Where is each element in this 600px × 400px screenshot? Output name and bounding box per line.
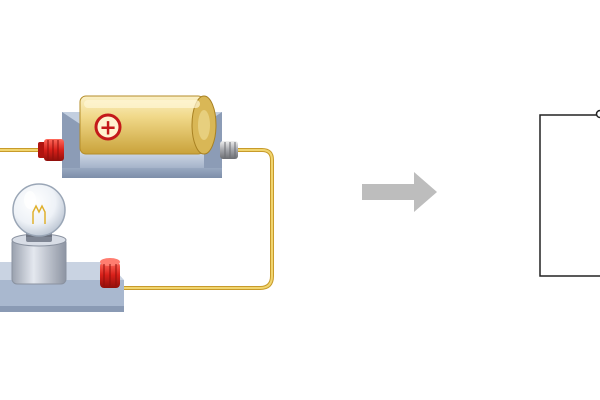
light-bulb	[11, 183, 67, 285]
schematic-node	[595, 109, 600, 119]
battery-polarity-symbol: +	[99, 116, 117, 140]
schematic-wire	[539, 114, 600, 277]
right-arrow-icon	[362, 172, 437, 212]
wires	[0, 148, 274, 290]
battery-red-terminal	[38, 139, 64, 161]
battery: +	[79, 95, 217, 155]
circuit-schematic	[539, 109, 600, 277]
bulb-red-terminal	[100, 258, 120, 288]
bulb-glass	[12, 183, 66, 237]
battery-gray-terminal	[220, 141, 238, 159]
positive-terminal-icon: +	[94, 113, 122, 141]
bulb-platform-front	[0, 280, 124, 312]
battery-holder-left-wall	[62, 112, 80, 168]
pictorial-circuit: +	[0, 95, 274, 312]
battery-holder-front	[62, 168, 222, 178]
bulb-filament	[32, 204, 46, 224]
